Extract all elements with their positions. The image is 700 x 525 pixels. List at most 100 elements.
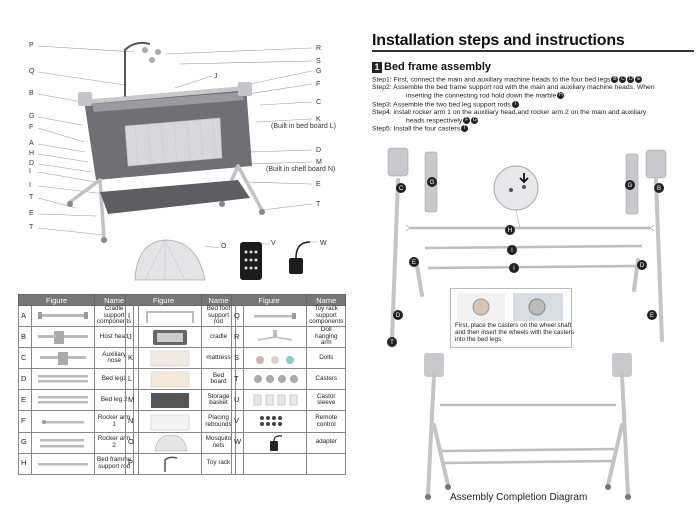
part-r-figure (257, 330, 293, 341)
step-2-text: Step2: Assemble the bed frame support ro… (372, 84, 655, 92)
badge-e: E (635, 76, 643, 83)
callout-k-note: (Built in bed board L) (271, 123, 336, 130)
part-q-figure (254, 313, 297, 320)
part-name: Doll hanging arm (306, 326, 347, 349)
badge-f: F (463, 116, 471, 124)
step-2-continued: inserting the connecting rod hold down t… (372, 92, 697, 100)
figure-header: Figure (230, 294, 308, 306)
part-name: Castor sleeve (306, 389, 347, 412)
part-code: I (125, 304, 139, 328)
part-name: Bed framme support rod (93, 452, 135, 475)
callout-i-1: I (29, 168, 31, 175)
step-5-text: Step5: Install the four casters (372, 125, 461, 133)
part-c-figure (40, 352, 86, 366)
callout-m: M (316, 159, 322, 166)
accessories-illustration (134, 239, 317, 281)
accessory-label-w: W (320, 240, 327, 247)
step-2-cont-text: inserting the connecting rod hold down t… (406, 92, 557, 100)
part-name: adapter (306, 431, 347, 454)
diagram-badge-i-2: I (513, 266, 515, 272)
badge-h: H (557, 92, 565, 100)
callout-c: C (316, 99, 322, 106)
part-name: Casters (306, 368, 347, 391)
badge-d: D (627, 76, 635, 83)
section-heading: 1 Bed frame assembly (372, 61, 491, 73)
part-u-figure (253, 394, 298, 406)
callout-t-right: T (316, 201, 321, 208)
part-o-figure (154, 434, 188, 451)
part-j-figure (153, 330, 187, 346)
title-divider (372, 50, 694, 52)
part-code: G (18, 431, 32, 454)
caster-note-box (450, 288, 572, 348)
diagram-badge-c: C (399, 186, 404, 192)
badge-t: T (461, 125, 469, 133)
part-code: V (230, 410, 245, 433)
part-p-figure (164, 456, 178, 472)
part-name: Toy rack (201, 452, 236, 475)
step-1-text: Step1: First, connect the main and auxil… (372, 76, 611, 84)
callout-k: K (316, 116, 321, 123)
part-code (230, 452, 245, 475)
part-a-figure (38, 312, 88, 320)
part-code: Q (230, 304, 245, 328)
part-h-figure (38, 462, 88, 466)
part-m-figure (151, 393, 189, 409)
diagram-badge-d-left: D (396, 313, 401, 319)
part-name: Dolls (306, 347, 347, 370)
callout-d-left: D (29, 160, 35, 167)
instructions-page: Installation steps and instructions 1 Be… (355, 0, 700, 525)
part-code: J (125, 326, 139, 349)
part-code: D (18, 368, 32, 391)
badge-b: B (611, 76, 619, 83)
callout-p: P (29, 42, 34, 49)
diagram-badge-g-left: G (430, 180, 435, 186)
callout-t-left-1: T (29, 194, 34, 201)
callout-j: J (214, 73, 218, 80)
accessory-label-o: O (221, 243, 227, 250)
page-title: Installation steps and instructions (372, 32, 625, 49)
callout-q: Q (29, 68, 35, 75)
part-k-figure (150, 350, 190, 367)
part-w-figure (270, 434, 283, 451)
figure-header: Figure (125, 294, 202, 306)
assembly-completion-illustration (424, 353, 632, 500)
badge-g: G (471, 116, 479, 124)
part-code: F (18, 410, 32, 433)
part-code: E (18, 389, 32, 412)
part-code: O (125, 431, 139, 454)
part-name: Toy rack support components (306, 304, 347, 328)
frame-assembly-diagram: C G G B H I I E D D E T (387, 147, 667, 347)
parts-page: P Q B G F A H D I I T E T R S G F C K (B… (0, 0, 347, 525)
step-4: Step4: install rocker arm 1 on the auxil… (372, 109, 697, 117)
callout-f-left: F (29, 124, 34, 131)
part-i-figure (146, 311, 194, 324)
part-code: P (125, 452, 139, 475)
part-code: B (18, 326, 32, 349)
step-1: Step1: First, connect the main and auxil… (372, 76, 697, 84)
completion-diagram-label: Assembly Completion Diagram (450, 492, 588, 503)
callout-f-right: F (316, 81, 321, 88)
part-name (306, 452, 347, 475)
part-code: H (18, 452, 32, 475)
figure-header: Figure (18, 294, 95, 306)
callout-b: B (29, 90, 34, 97)
diagram-badge-e-right: E (650, 313, 654, 319)
